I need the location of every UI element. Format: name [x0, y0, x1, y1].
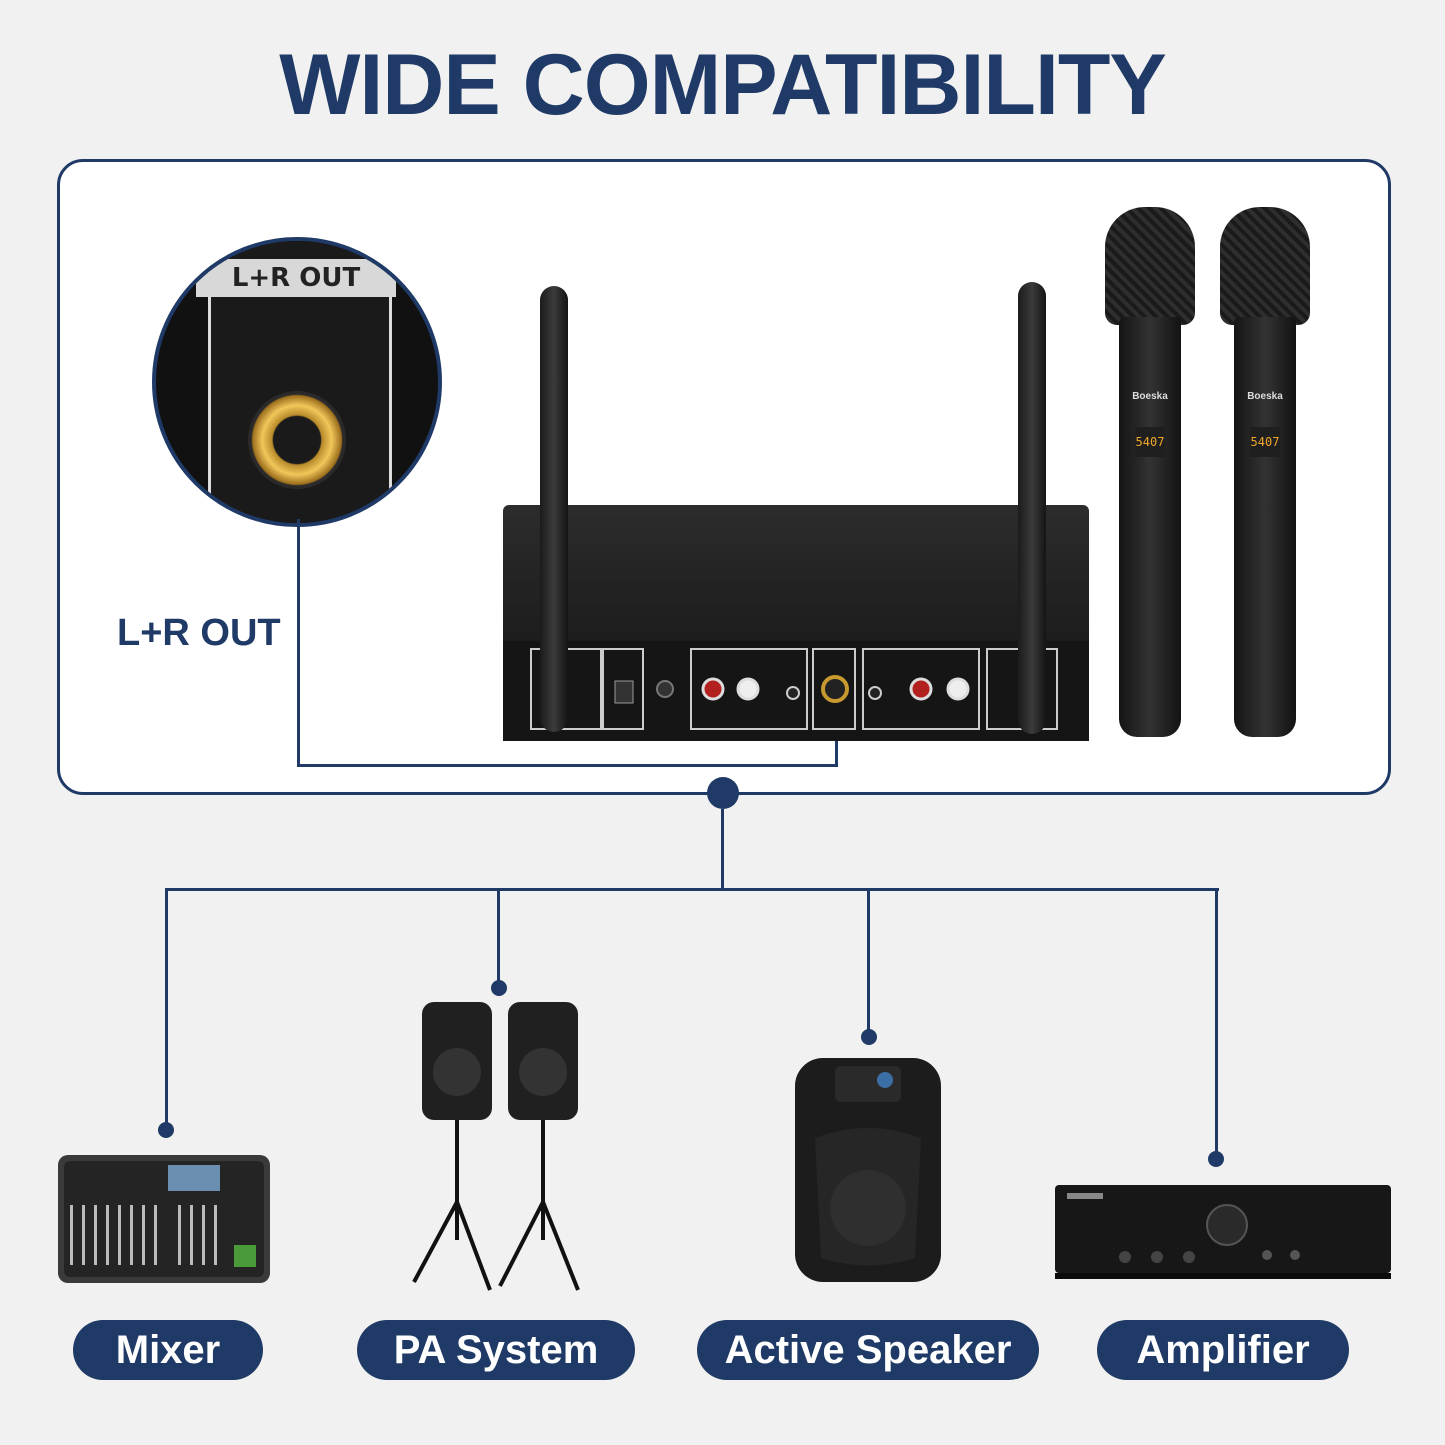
mic-brand-label: Boeska: [1132, 391, 1168, 402]
mixer-icon: [58, 1155, 270, 1283]
mic-handle: [1234, 317, 1296, 737]
branch-speaker: [867, 888, 870, 1030]
mic-grille: [1105, 207, 1195, 325]
hub-dot: [707, 777, 739, 809]
receiver-back-panel: [503, 641, 1089, 741]
device-label-mixer: Mixer: [73, 1320, 263, 1380]
mic-handle: [1119, 317, 1181, 737]
trunk-line: [721, 809, 724, 890]
receiver-ports: [530, 648, 1058, 730]
branch-amplifier: [1215, 888, 1218, 1160]
antenna-left: [540, 286, 568, 732]
jack-zoom-circle: L+R OUT: [152, 237, 442, 527]
connector-dot-mixer: [158, 1122, 174, 1138]
connector-dot-amplifier: [1208, 1151, 1224, 1167]
connector-dot-speaker: [861, 1029, 877, 1045]
mic-brand-label: Boeska: [1247, 391, 1283, 402]
antenna-right: [1018, 282, 1046, 734]
port-label: L+R OUT: [117, 612, 281, 654]
branch-pa: [497, 888, 500, 988]
mic-display: 5407: [1250, 427, 1280, 457]
callout-line-horizontal: [297, 764, 838, 767]
mic-display: 5407: [1135, 427, 1165, 457]
device-label-pa-system: PA System: [357, 1320, 635, 1380]
callout-line-vertical-left: [297, 519, 300, 767]
zoom-port-label: L+R OUT: [196, 259, 396, 297]
device-label-amplifier: Amplifier: [1097, 1320, 1349, 1380]
pa-speaker-icon: [412, 1002, 580, 1291]
quarter-inch-jack-icon: [248, 391, 346, 489]
active-speaker-icon: [795, 1058, 941, 1282]
handheld-mic-2: Boeska 5407: [1220, 207, 1310, 737]
device-label-active-speaker: Active Speaker: [697, 1320, 1039, 1380]
branch-line: [165, 888, 1219, 891]
branch-mixer: [165, 888, 168, 1130]
page-title: WIDE COMPATIBILITY: [279, 37, 1167, 133]
handheld-mic-1: Boeska 5407: [1105, 207, 1195, 737]
connector-dot-pa: [491, 980, 507, 996]
wireless-receiver: [503, 505, 1089, 741]
mic-grille: [1220, 207, 1310, 325]
amplifier-icon: [1055, 1185, 1391, 1279]
